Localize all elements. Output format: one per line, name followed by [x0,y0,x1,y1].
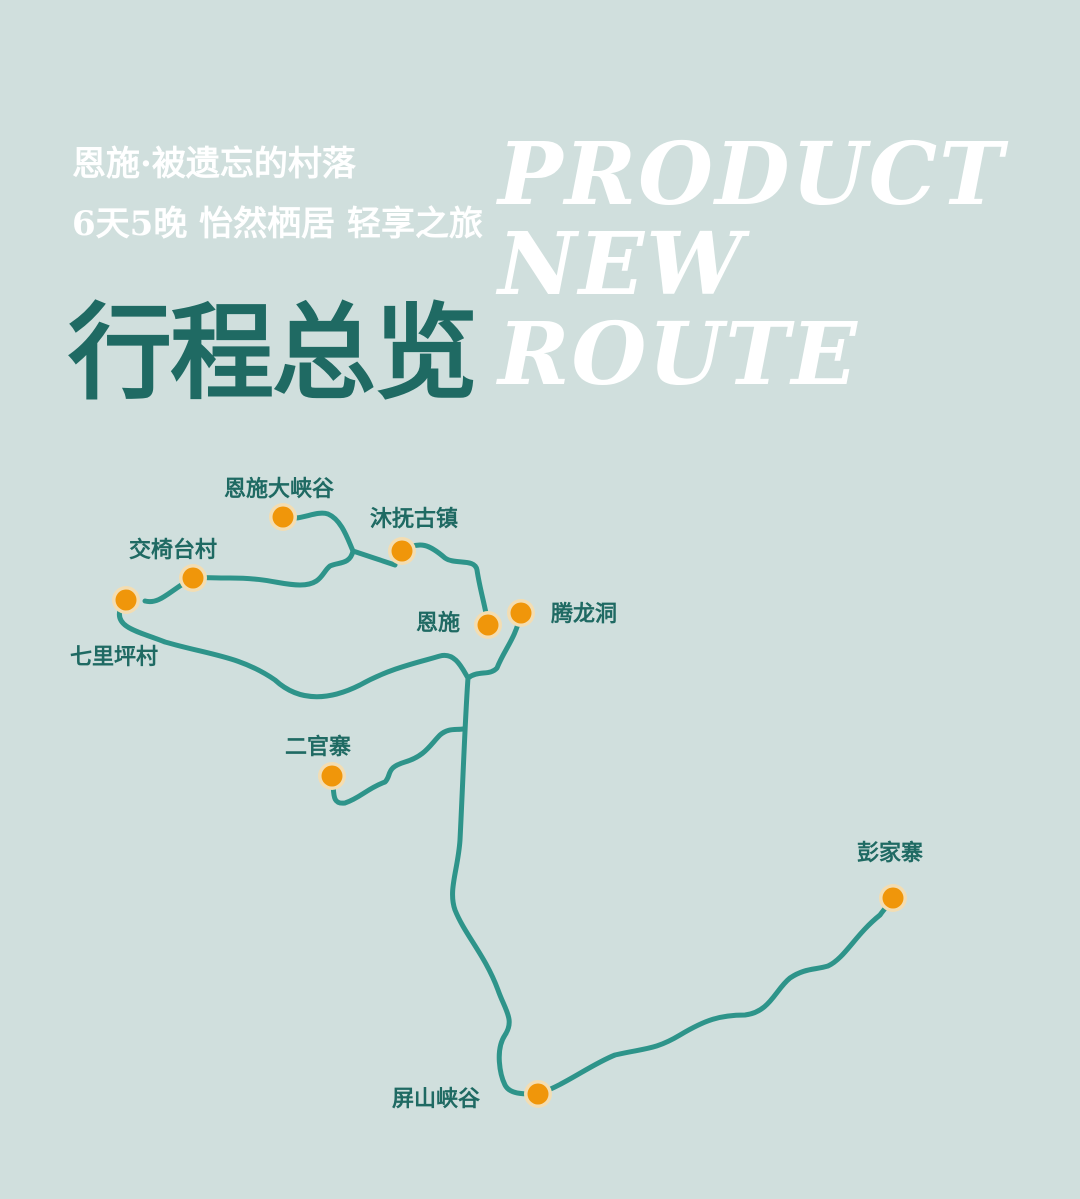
english-title-line-3: ROUTE [498,304,859,405]
stop-marker-enshi-canyon[interactable] [269,503,297,531]
stop-label-enshi: 恩施 [416,610,461,636]
stop-label-erguanzhai: 二官寨 [285,734,352,760]
stop-label-jiaoyitai: 交椅台村 [129,537,218,563]
stop-marker-mufu[interactable] [388,537,416,565]
stop-label-pingshan: 屏山峡谷 [392,1086,481,1112]
english-title-line-2: NEW [498,214,745,315]
stop-label-mufu: 沐抚古镇 [370,506,459,532]
route-junction-to-pingshan [450,675,541,1097]
subtitle-line-2: 6天5晚 怡然栖居 轻享之旅 [72,204,483,244]
route-mufu-to-enshi [399,542,491,627]
stop-marker-erguanzhai[interactable] [318,762,346,790]
stop-marker-jiaoyitai[interactable] [179,564,207,592]
route-qiliping-to-junction [116,607,471,700]
stop-marker-qiliping[interactable] [112,586,140,614]
page-title: 行程总览 [68,291,478,414]
stop-marker-pengjiazhai[interactable] [879,884,907,912]
stop-label-enshi-canyon: 恩施大峡谷 [224,476,335,502]
english-title-line-1: PRODUCT [498,124,1006,225]
stop-label-pengjiazhai: 彭家寨 [857,840,924,866]
route-tenglong-to-junction [465,610,524,681]
stop-marker-enshi[interactable] [474,611,502,639]
route-pingshan-to-pengjiazhai [535,895,896,1097]
stop-label-qiliping: 七里坪村 [70,644,159,670]
route-junction-to-jiaoyitai [190,548,356,588]
route-junction-to-mufu [350,548,398,568]
route-canyon-to-junction [280,510,356,554]
stop-marker-pingshan[interactable] [524,1080,552,1108]
route-erguanzhai-to-trunk [329,726,466,806]
subtitle-line-1: 恩施·被遗忘的村落 [72,144,356,184]
stop-label-tenglong: 腾龙洞 [551,601,618,627]
stop-marker-tenglong[interactable] [507,599,535,627]
